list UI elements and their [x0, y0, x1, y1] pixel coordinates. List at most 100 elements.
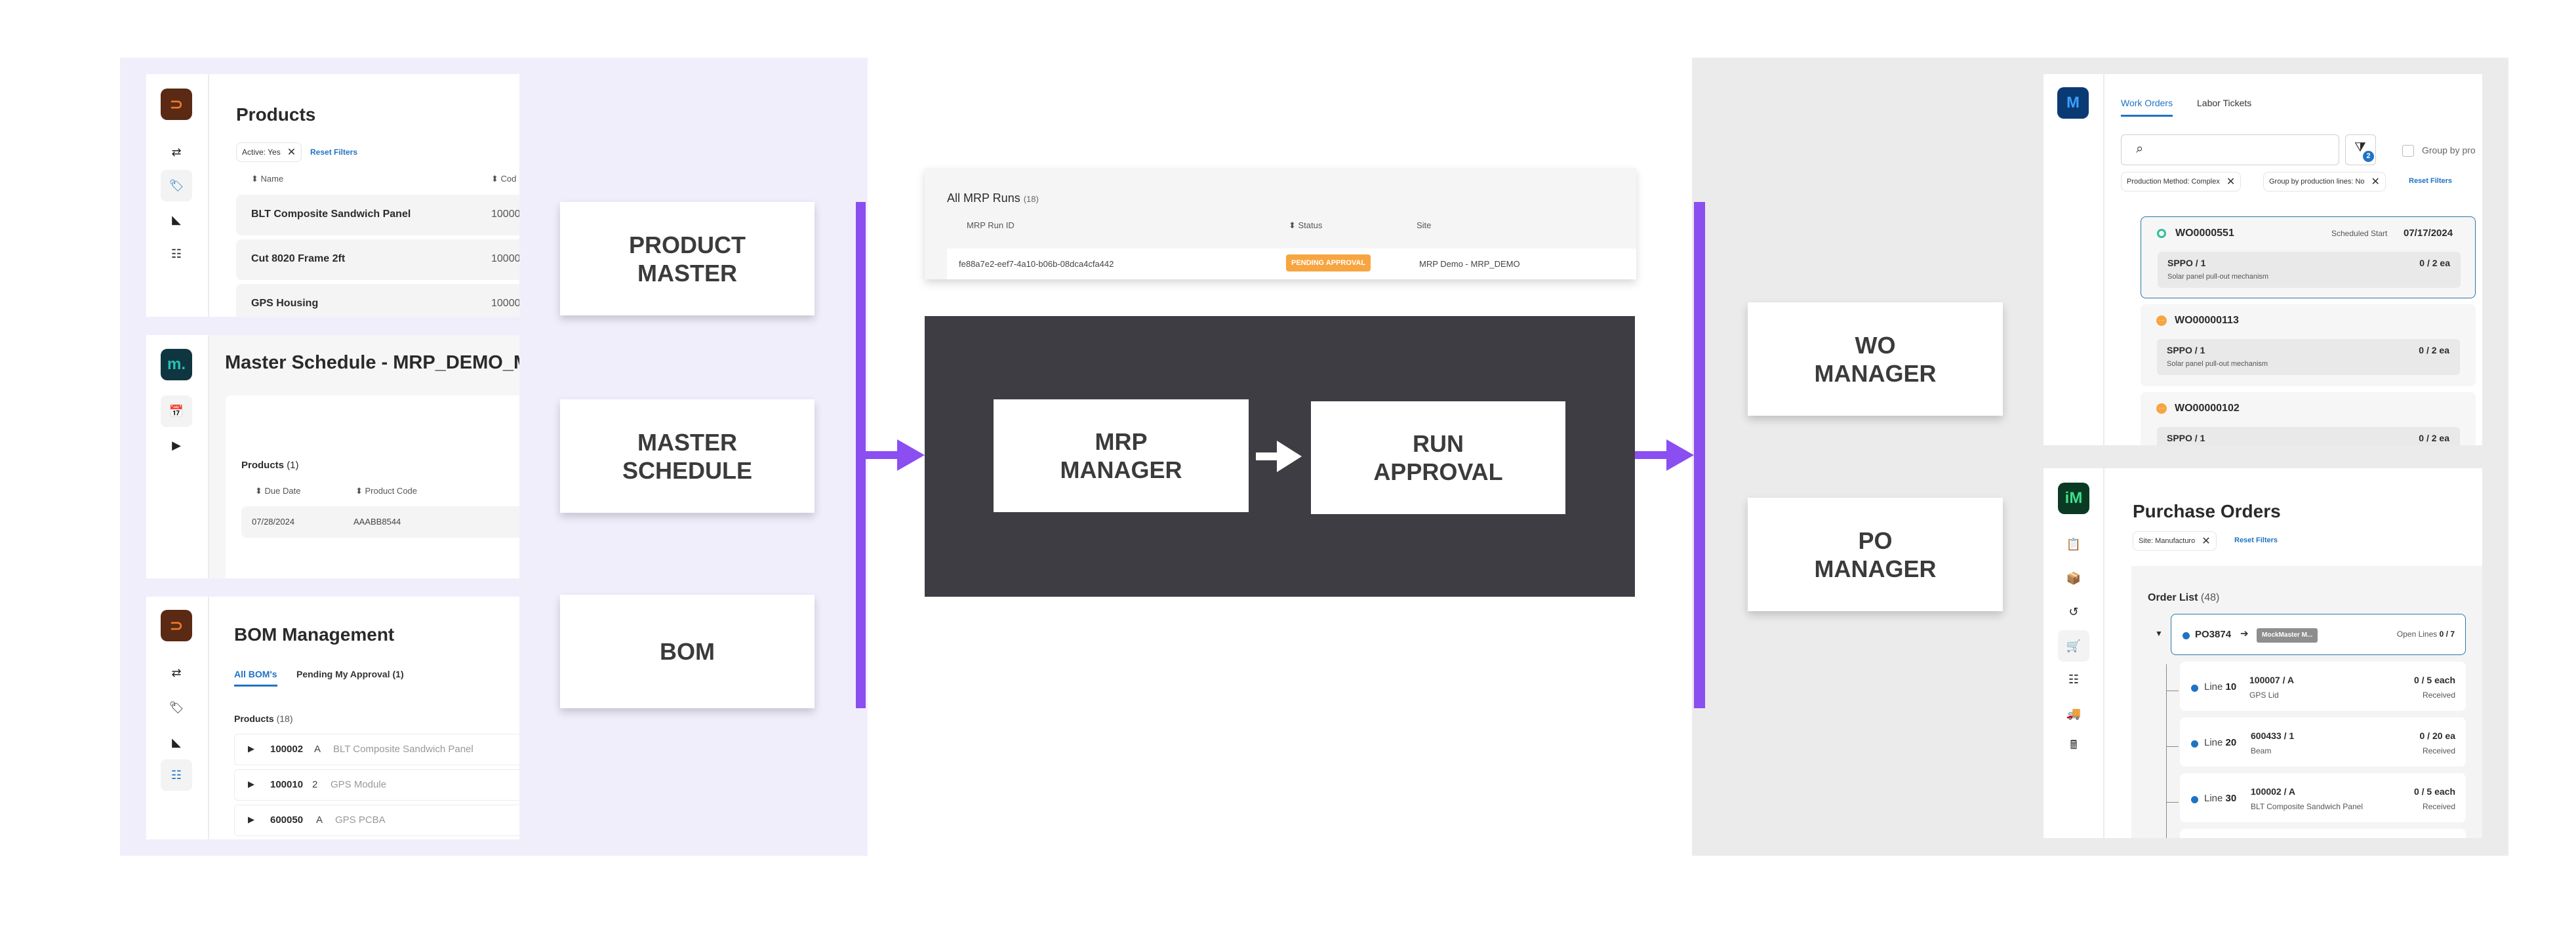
po-manager-label: PO MANAGER: [1748, 498, 2003, 611]
group-checkbox[interactable]: [2402, 145, 2414, 157]
work-order-card[interactable]: WO0000551 Scheduled Start 07/17/2024 SPP…: [2141, 216, 2476, 298]
arrow-right-icon: [1634, 439, 1694, 471]
bom-tree-icon[interactable]: ☷: [161, 759, 192, 791]
table-row[interactable]: Cut 8020 Frame 2ft 10000: [236, 239, 519, 280]
po-line-row[interactable]: Line 30 100002 / A BLT Composite Sandwic…: [2180, 773, 2466, 822]
users-swap-icon[interactable]: ⇄: [171, 666, 182, 679]
filter-button[interactable]: ⧩ 2: [2345, 134, 2376, 165]
tag-icon[interactable]: 🏷: [161, 170, 192, 201]
status-dot-icon: [2183, 632, 2190, 639]
table-row[interactable]: BLT Composite Sandwich Panel 10000: [236, 195, 519, 235]
ruler-triangle-icon[interactable]: ◣: [172, 212, 181, 226]
scheduled-start-label: Scheduled Start: [2331, 229, 2388, 238]
column-header-status[interactable]: ⬍ Status: [1289, 220, 1323, 230]
tab-pending-approval[interactable]: Pending My Approval (1): [296, 669, 404, 679]
column-header-code[interactable]: ⬍ Cod: [491, 174, 517, 184]
filter-icon: ⧩: [2354, 140, 2366, 155]
status-pending-icon: ⋯: [2156, 315, 2167, 326]
bom-description: GPS PCBA: [335, 814, 386, 826]
users-swap-icon[interactable]: ⇄: [171, 145, 182, 159]
product-code: 10000: [491, 298, 519, 309]
expand-caret-icon[interactable]: ▶: [248, 814, 254, 824]
po-manager-screenshot: iM 📋 📦 ↺ 🛒 ☷ 🚚 🖩 Purchase Orders Site: M…: [2043, 468, 2482, 838]
column-header-product-code[interactable]: ⬍ Product Code: [355, 486, 418, 496]
bom-revision: 2: [312, 779, 318, 790]
collapse-caret-icon[interactable]: ▼: [2155, 629, 2163, 638]
expand-caret-icon[interactable]: ▶: [248, 779, 254, 789]
filter-chip[interactable]: Group by production lines: No✕: [2263, 172, 2386, 191]
expand-caret-icon[interactable]: ▶: [248, 744, 254, 753]
clipboard-search-icon[interactable]: 📋: [2066, 537, 2082, 551]
part-number: SPPO / 1: [2167, 345, 2205, 355]
reset-filters-link[interactable]: Reset Filters: [2409, 177, 2453, 185]
work-order-card[interactable]: ⋯ WO00000113 SPPO / 1 0 / 2 ea Solar pan…: [2141, 304, 2476, 386]
tab-labor-tickets[interactable]: Labor Tickets: [2197, 98, 2252, 108]
tab-all-boms[interactable]: All BOM's: [234, 669, 277, 687]
master-schedule-screenshot: m. 📅 ▶ Master Schedule - MRP_DEMO_MA Pro…: [146, 335, 519, 578]
product-name: GPS Housing: [251, 298, 319, 309]
po-line-row[interactable]: Line 20 600433 / 1 Beam 0 / 20 ea Receiv…: [2180, 717, 2466, 767]
ruler-triangle-icon[interactable]: ◣: [172, 735, 181, 749]
close-icon[interactable]: ✕: [2371, 176, 2380, 188]
mrp-process-box: MRP MANAGER RUN APPROVAL: [925, 316, 1635, 597]
site: MRP Demo - MRP_DEMO: [1419, 259, 1520, 269]
table-row[interactable]: fe88a7e2-eef7-4a10-b06b-08dca4cfa442 PEN…: [947, 249, 1636, 279]
calculator-icon[interactable]: 🖩: [2070, 738, 2078, 751]
search-icon: ⌕: [2136, 142, 2144, 156]
purchase-order-row[interactable]: PO3874 ➔ MockMaster M... Open Lines 0 / …: [2171, 614, 2466, 655]
calendar-clock-icon[interactable]: 📅: [161, 395, 192, 427]
quantity: 0 / 2 ea: [2419, 345, 2449, 355]
column-header-name[interactable]: ⬍ Name: [251, 174, 284, 184]
bom-row[interactable]: ▶ 100002 A BLT Composite Sandwich Panel: [234, 734, 519, 765]
page-title: BOM Management: [234, 624, 395, 645]
wo-manager-screenshot: M Work Orders Labor Tickets ⌕ ⧩ 2 Group …: [2043, 74, 2482, 445]
part-description: Beam: [2251, 746, 2272, 755]
filter-chip[interactable]: Active: Yes✕: [236, 142, 302, 162]
product-code: 10000: [491, 209, 519, 220]
mrp-runs-count: (18): [1023, 194, 1039, 204]
products-label: Products: [241, 460, 285, 471]
vendor-badge: MockMaster M...: [2257, 628, 2318, 643]
close-icon[interactable]: ✕: [2226, 176, 2236, 188]
search-input[interactable]: ⌕: [2121, 134, 2339, 165]
bom-row[interactable]: ▶ 600050 A GPS PCBA: [234, 805, 519, 836]
column-header-due-date[interactable]: ⬍ Due Date: [255, 486, 301, 496]
close-icon[interactable]: ✕: [287, 147, 296, 158]
bom-tree-icon[interactable]: ☷: [171, 247, 182, 260]
product-name: Cut 8020 Frame 2ft: [251, 253, 346, 264]
column-header-run-id[interactable]: MRP Run ID: [967, 220, 1015, 230]
app-logo: m.: [161, 349, 192, 380]
cart-add-icon[interactable]: 🛒: [2058, 630, 2089, 662]
reset-filters-link[interactable]: Reset Filters: [2234, 536, 2278, 544]
tree-branch: [2167, 802, 2179, 803]
page-title: Products: [236, 104, 316, 125]
tree-branch: [2167, 746, 2179, 747]
column-label: Product Code: [365, 486, 418, 496]
pallet-icon[interactable]: ☷: [2068, 672, 2080, 686]
box-search-icon[interactable]: 📦: [2066, 571, 2082, 585]
tag-icon[interactable]: 🏷: [169, 700, 184, 714]
po-line-row[interactable]: [2180, 829, 2466, 838]
po-line-row[interactable]: Line 10 100007 / A GPS Lid 0 / 5 each Re…: [2180, 662, 2466, 711]
column-label: Cod: [500, 174, 517, 184]
table-row[interactable]: 07/28/2024 AAABB8544: [241, 506, 519, 538]
reset-filters-link[interactable]: Reset Filters: [310, 148, 358, 157]
products-count: (18): [276, 713, 293, 724]
play-icon[interactable]: ▶: [172, 438, 181, 452]
filter-chip[interactable]: Production Method: Complex✕: [2121, 172, 2242, 191]
tab-work-orders[interactable]: Work Orders: [2121, 98, 2173, 117]
arrow-right-icon: ➔: [2240, 628, 2249, 639]
building-truck-icon[interactable]: 🚚: [2066, 706, 2082, 720]
products-heading: Products (18): [234, 713, 292, 724]
work-order-card[interactable]: ⋯ WO00000102 SPPO / 1 0 / 2 ea: [2141, 392, 2476, 445]
history-icon[interactable]: ↺: [2068, 605, 2079, 618]
wo-manager-label: WO MANAGER: [1748, 302, 2003, 416]
table-row[interactable]: GPS Housing 10000: [236, 284, 519, 317]
bom-revision: A: [316, 814, 323, 826]
open-lines-value: 0 / 7: [2439, 630, 2455, 639]
filter-chip[interactable]: Site: Manufacturo ✕: [2133, 531, 2217, 551]
bom-row[interactable]: ▶ 100010 2 GPS Module: [234, 769, 519, 801]
filter-chip-label: Site: Manufacturo: [2139, 537, 2196, 545]
products-heading: Products (1): [241, 460, 299, 471]
close-icon[interactable]: ✕: [2202, 536, 2211, 547]
